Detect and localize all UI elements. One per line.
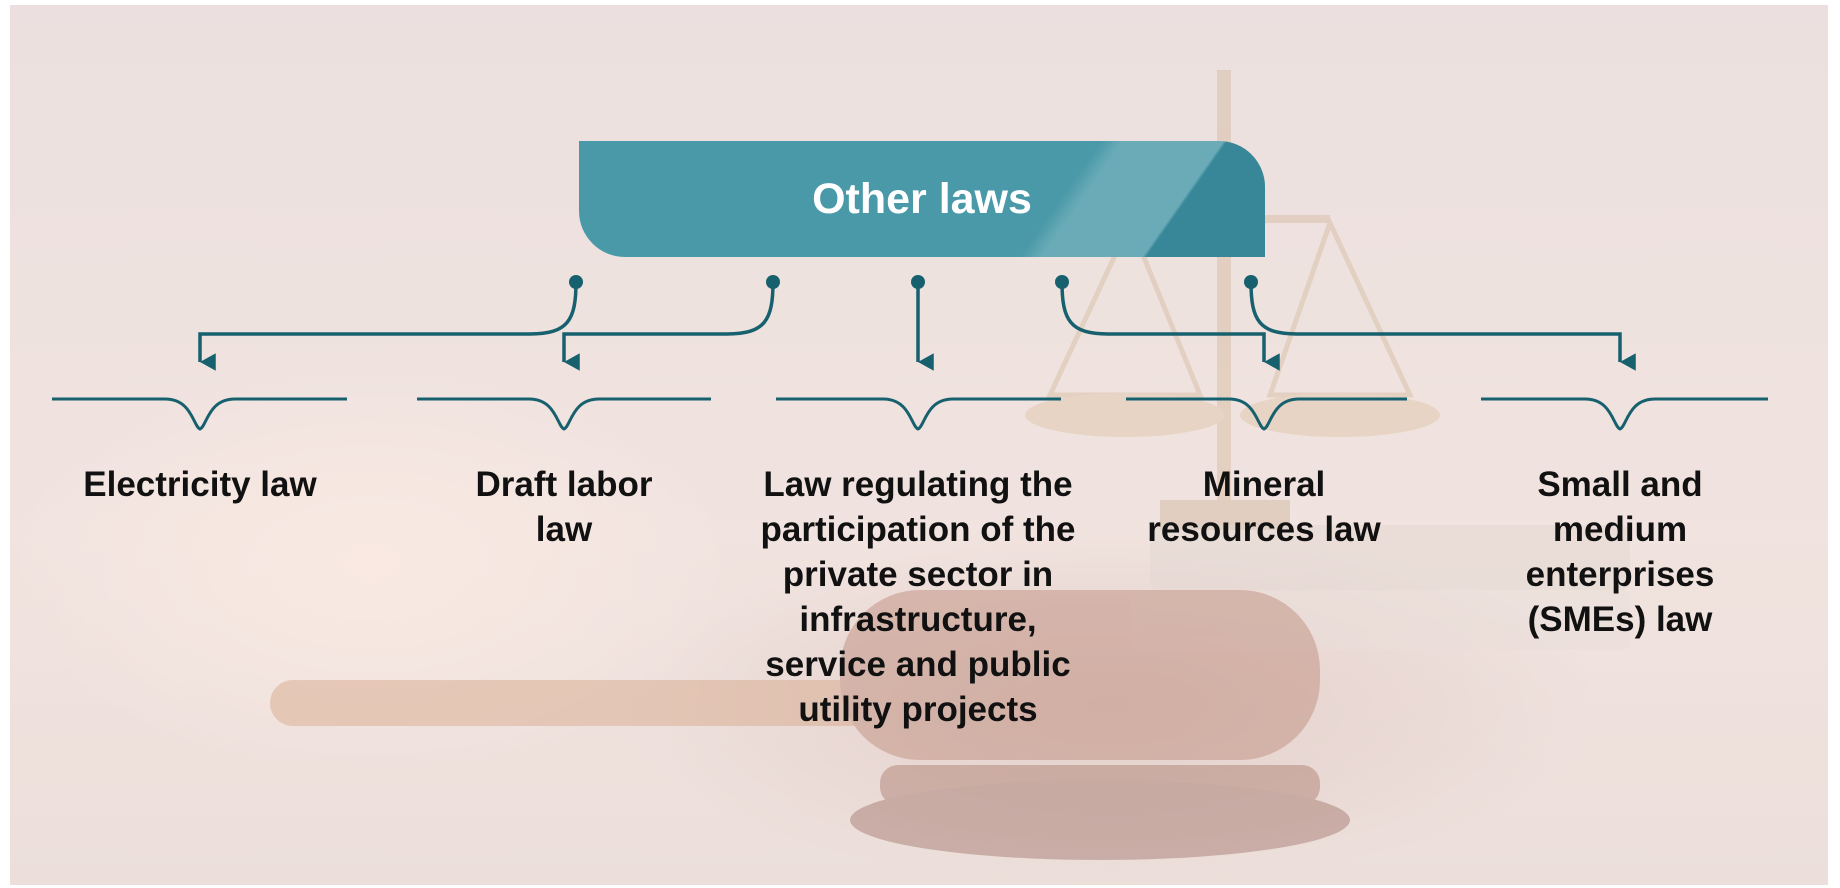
connector-dot [1055, 275, 1069, 289]
item-label-sme: Small and medium enterprises (SMEs) law [1525, 465, 1715, 639]
gavel-icon [270, 590, 1350, 860]
slide: Other laws Electricity law Draft labor l… [10, 5, 1828, 885]
brace-electricity [52, 397, 347, 431]
connector-sme [1249, 281, 1636, 371]
header-banner: Other laws [579, 141, 1265, 257]
connector-dot [911, 275, 925, 289]
header-title: Other laws [812, 175, 1032, 223]
brace-labor [417, 397, 711, 431]
item-label-electricity: Electricity law [83, 465, 317, 504]
item-label-private-sector: Law regulating the participation of the … [760, 465, 1076, 729]
connector-labor [562, 281, 775, 371]
scales-of-justice-icon [1025, 70, 1440, 530]
connector-dot [1244, 275, 1258, 289]
brace-sme [1481, 397, 1768, 431]
banner-sheen [579, 141, 1265, 257]
connector-diagram [52, 275, 1768, 431]
connector-dot [569, 275, 583, 289]
connector-electricity [198, 281, 578, 371]
brace-private-sector [776, 397, 1061, 431]
connector-mineral [1060, 281, 1280, 371]
item-label-labor: Draft labor law [475, 465, 653, 549]
brace-mineral [1126, 397, 1407, 431]
item-label-mineral: Mineral resources law [1147, 465, 1381, 549]
connector-dot [766, 275, 780, 289]
